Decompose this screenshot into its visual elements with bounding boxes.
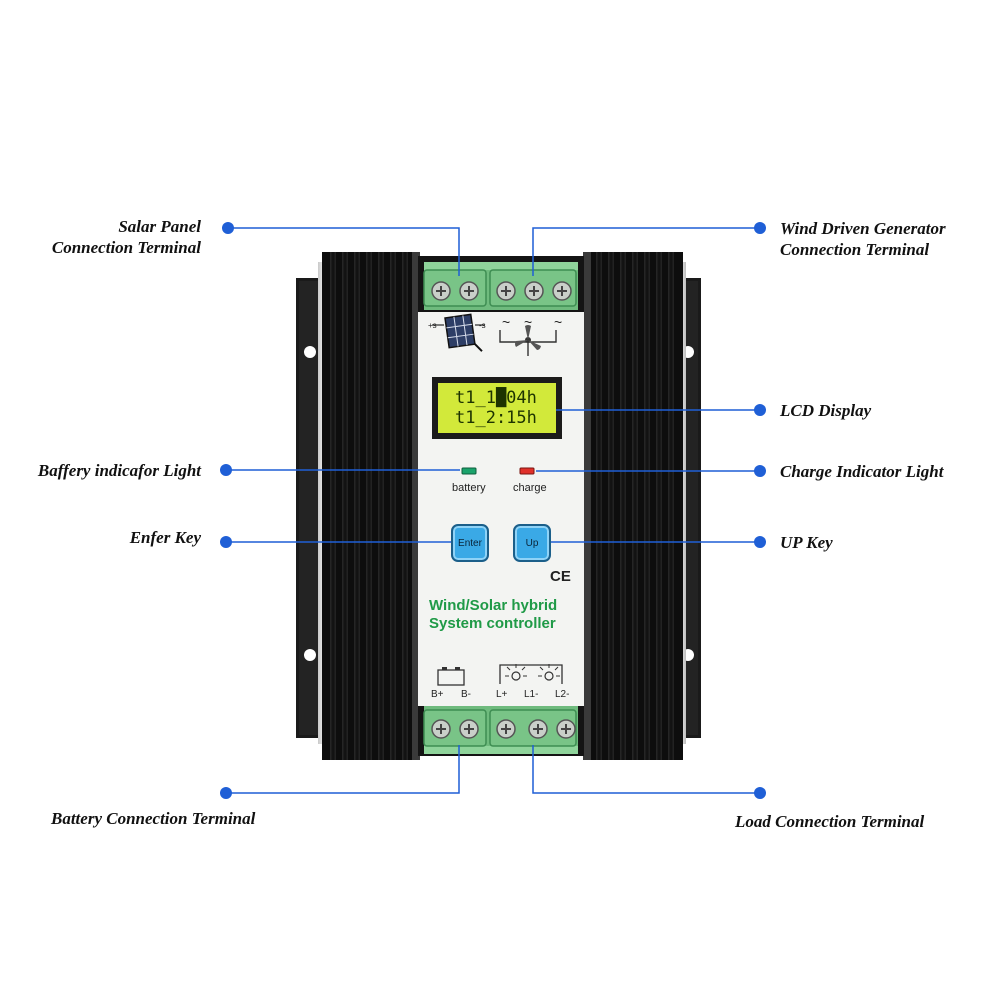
screw-terminal [528, 719, 548, 739]
battery-led-label: battery [452, 482, 486, 494]
dot-battery-light [220, 464, 232, 476]
enter-button[interactable]: Enter [451, 524, 489, 562]
terminal-label-l-plus: L+ [496, 689, 508, 700]
dot-battery-terminal [220, 787, 232, 799]
dot-lcd-display [754, 404, 766, 416]
screw-terminal [556, 719, 576, 739]
leader-solar-panel [228, 227, 460, 276]
solar-plus-label: +s [428, 321, 437, 330]
terminal-label-l2-minus: L2- [555, 689, 570, 700]
screw-terminal [496, 281, 516, 301]
callout-up-key: UP Key [780, 533, 833, 552]
wind-phase-symbol: ~ [524, 314, 533, 330]
terminal-label-l1-minus: L1- [524, 689, 539, 700]
dot-enter-key [220, 536, 232, 548]
dot-load-terminal [754, 787, 766, 799]
callout-wind-generator-line-1: Wind Driven Generator [780, 219, 946, 238]
leader-load-terminal [532, 745, 760, 794]
callout-solar-panel-line-2: Connection Terminal [51, 238, 201, 257]
screw-terminal [524, 281, 544, 301]
wind-turbine-icon [499, 325, 557, 356]
callout-solar-panel: Salar Panel Connection Terminal [52, 216, 201, 258]
callout-lines [226, 227, 760, 794]
charge-led [519, 467, 535, 475]
screw-terminal [431, 281, 451, 301]
mount-hole [304, 649, 316, 661]
wind-phase-symbol: ~ [554, 314, 563, 330]
callout-load-terminal: Load Connection Terminal [735, 812, 925, 831]
callout-dots [220, 222, 766, 799]
lcd-line-1: t1_1█04h [455, 388, 537, 408]
up-button[interactable]: Up [513, 524, 551, 562]
top-terminal-block [423, 262, 578, 310]
screw-terminal [459, 719, 479, 739]
bottom-terminal-block [423, 706, 578, 754]
leader-wind-generator [532, 227, 760, 276]
heatsink-right [583, 252, 683, 760]
wind-phase-symbol: ~ [502, 314, 511, 330]
callout-solar-panel-line-1: Salar Panel [118, 217, 201, 236]
dot-wind-generator [754, 222, 766, 234]
charge-led-label: charge [513, 482, 547, 494]
screw-terminal [459, 281, 479, 301]
load-lamp-icon [499, 664, 563, 684]
solar-minus-label: -s [479, 321, 486, 330]
screw-terminal [552, 281, 572, 301]
screw-terminal [431, 719, 451, 739]
mount-hole [304, 346, 316, 358]
callout-battery-light: Baffery indicafor Light [37, 461, 201, 480]
terminal-label-b-minus: B- [461, 689, 471, 700]
battery-led [461, 467, 477, 475]
callout-battery-terminal: Battery Connection Terminal [51, 809, 256, 828]
brand-line-1: Wind/Solar hybrid [429, 597, 558, 614]
lcd-line-2: t1_2:15h [455, 408, 537, 428]
lcd-screen [438, 383, 556, 433]
faceplate [418, 312, 584, 706]
battery-icon [437, 667, 465, 686]
callout-charge-light: Charge Indicator Light [780, 462, 944, 481]
callout-lcd-display: LCD Display [780, 401, 872, 420]
dot-solar-panel [222, 222, 234, 234]
ce-mark: CE [550, 568, 571, 585]
leader-battery-terminal [226, 745, 460, 794]
screw-terminal [496, 719, 516, 739]
brand-line-2: System controller [429, 615, 556, 632]
heatsink-left [322, 252, 420, 760]
dot-charge-light [754, 465, 766, 477]
callout-wind-generator-line-2: Connection Terminal [780, 240, 930, 259]
callout-wind-generator: Wind Driven Generator Connection Termina… [780, 218, 946, 260]
terminal-label-b-plus: B+ [431, 689, 444, 700]
solar-panel-icon [444, 313, 483, 352]
dot-up-key [754, 536, 766, 548]
callout-enter-key: Enfer Key [129, 528, 201, 547]
